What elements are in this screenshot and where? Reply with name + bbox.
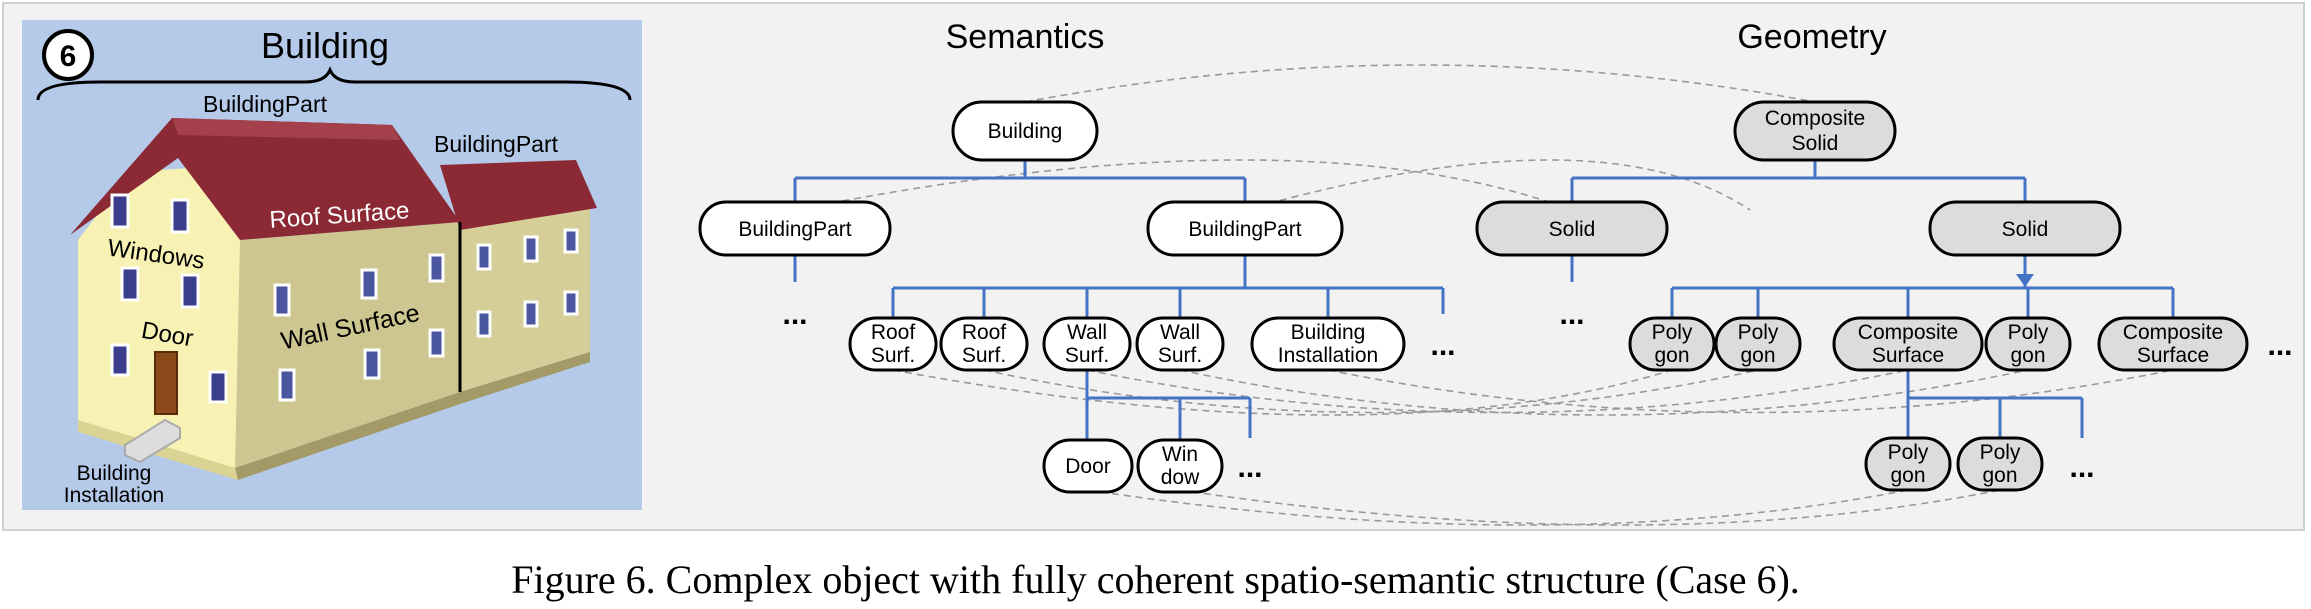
gable-windows xyxy=(110,193,228,404)
geometry-heading: Geometry xyxy=(1737,18,1886,56)
node-composite-solid[interactable]: Composite Solid xyxy=(1733,100,1897,162)
svg-text:gon: gon xyxy=(1890,464,1925,487)
svg-text:Poly: Poly xyxy=(1738,321,1779,344)
svg-text:BuildingPart: BuildingPart xyxy=(1188,218,1301,241)
link-building-compositesolid xyxy=(1024,64,1816,103)
building-part-label-2: BuildingPart xyxy=(434,131,559,157)
svg-text:Composite: Composite xyxy=(2123,321,2223,344)
ellipsis-geometry-surfaces: ... xyxy=(2267,329,2292,362)
link-roof1-poly xyxy=(892,369,1673,416)
svg-text:Solid: Solid xyxy=(1549,218,1596,241)
node-wall-surf-1[interactable]: Wall Surf. xyxy=(1042,316,1132,372)
node-roof-surf-1[interactable]: Roof Surf. xyxy=(848,316,938,372)
node-composite-surface-2[interactable]: Composite Surface xyxy=(2097,316,2249,372)
link-buildingpart-solid-2 xyxy=(1244,159,1751,211)
building-part-label-1: BuildingPart xyxy=(203,91,328,117)
right-part-base xyxy=(460,352,590,404)
side-wall-windows xyxy=(273,228,579,402)
svg-text:BuildingPart: BuildingPart xyxy=(738,218,851,241)
node-building-installation[interactable]: Building Installation xyxy=(1250,316,1406,372)
figure-caption: Figure 6. Complex object with fully cohe… xyxy=(511,557,1800,602)
main-side-wall xyxy=(235,222,460,468)
link-window-poly xyxy=(1179,489,2001,526)
svg-text:Installation: Installation xyxy=(1278,344,1378,367)
roof-ridge-highlight xyxy=(172,118,400,140)
svg-text:gon: gon xyxy=(1982,464,2017,487)
svg-text:Poly: Poly xyxy=(1652,321,1693,344)
ellipsis-semantic-surfaces: ... xyxy=(1430,329,1455,362)
ellipsis-openings: ... xyxy=(1237,451,1262,484)
svg-text:Surf.: Surf. xyxy=(1065,344,1109,367)
correspondence-links xyxy=(794,64,2174,526)
tree-connectors xyxy=(793,160,2175,440)
svg-text:Composite: Composite xyxy=(1765,107,1865,130)
node-polygon-3[interactable]: Poly gon xyxy=(1984,316,2072,372)
main-side-base xyxy=(235,392,460,480)
svg-text:gon: gon xyxy=(2010,344,2045,367)
svg-text:Solid: Solid xyxy=(2002,218,2049,241)
node-buildingpart-right[interactable]: BuildingPart xyxy=(1146,200,1344,257)
installation-label-line2: Installation xyxy=(64,484,164,507)
case-badge-number: 6 xyxy=(60,40,77,73)
svg-text:dow: dow xyxy=(1161,466,1200,489)
svg-text:Surf.: Surf. xyxy=(962,344,1006,367)
svg-text:Surface: Surface xyxy=(2137,344,2209,367)
building-brace xyxy=(36,66,632,101)
svg-text:gon: gon xyxy=(1740,344,1775,367)
gable-front-wall xyxy=(78,168,240,468)
svg-text:Door: Door xyxy=(1065,455,1111,478)
svg-text:Wall: Wall xyxy=(1160,321,1200,344)
installation-label-line1: Building xyxy=(77,462,152,485)
svg-text:Wall: Wall xyxy=(1067,321,1107,344)
ellipsis-buildingpart-left: ... xyxy=(782,298,807,331)
link-roof2-poly xyxy=(983,369,1759,414)
svg-text:Poly: Poly xyxy=(1888,441,1929,464)
link-buildingpart-solid-1 xyxy=(794,159,1573,211)
svg-text:Poly: Poly xyxy=(2008,321,2049,344)
ellipsis-polygons: ... xyxy=(2069,451,2094,484)
svg-text:Building: Building xyxy=(988,120,1063,143)
svg-text:Solid: Solid xyxy=(1792,132,1839,155)
svg-text:Roof: Roof xyxy=(871,321,916,344)
node-solid-right[interactable]: Solid xyxy=(1928,200,2122,257)
node-polygon-2[interactable]: Poly gon xyxy=(1714,316,1802,372)
node-composite-surface-1[interactable]: Composite Surface xyxy=(1832,316,1984,372)
main-roof xyxy=(70,118,460,240)
svg-text:Surf.: Surf. xyxy=(1158,344,1202,367)
link-wall2-poly xyxy=(1179,369,2029,416)
node-buildingpart-left[interactable]: BuildingPart xyxy=(698,200,892,257)
svg-text:Surf.: Surf. xyxy=(871,344,915,367)
svg-text:Building: Building xyxy=(1291,321,1366,344)
svg-text:gon: gon xyxy=(1654,344,1689,367)
node-window[interactable]: Win dow xyxy=(1136,438,1224,494)
building-illustration: 6 Building BuildingPart BuildingPart xyxy=(36,25,632,507)
svg-text:Roof: Roof xyxy=(962,321,1007,344)
node-wall-surf-2[interactable]: Wall Surf. xyxy=(1135,316,1225,372)
svg-text:Composite: Composite xyxy=(1858,321,1958,344)
svg-text:Poly: Poly xyxy=(1980,441,2021,464)
node-solid-left[interactable]: Solid xyxy=(1475,200,1669,257)
door xyxy=(154,351,178,415)
node-polygon-1[interactable]: Poly gon xyxy=(1628,316,1716,372)
link-install-compsurf xyxy=(1327,369,2174,414)
case-badge: 6 xyxy=(42,29,94,81)
entrance-steps xyxy=(124,418,181,464)
node-roof-surf-2[interactable]: Roof Surf. xyxy=(939,316,1029,372)
right-part-roof xyxy=(440,160,597,230)
node-polygon-4[interactable]: Poly gon xyxy=(1864,436,1952,492)
svg-text:Win: Win xyxy=(1162,443,1198,466)
link-wall1-compsurf xyxy=(1086,369,1909,414)
node-door[interactable]: Door xyxy=(1042,438,1134,494)
svg-text:Surface: Surface xyxy=(1872,344,1944,367)
ellipsis-solid-left: ... xyxy=(1559,298,1584,331)
link-door-poly xyxy=(1087,489,1909,526)
right-part-side-wall xyxy=(460,208,590,392)
illustration-title: Building xyxy=(261,25,389,66)
node-building[interactable]: Building xyxy=(951,100,1099,162)
node-polygon-5[interactable]: Poly gon xyxy=(1956,436,2044,492)
selection-arrow-head xyxy=(2016,274,2034,287)
semantics-heading: Semantics xyxy=(946,18,1105,56)
